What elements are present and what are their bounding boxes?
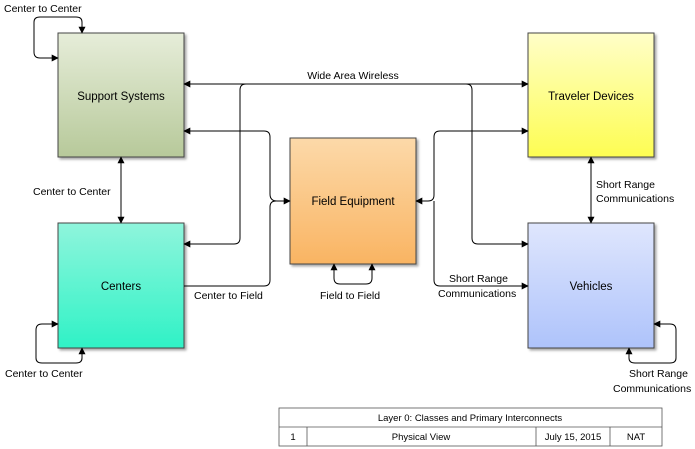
support-systems-label: Support Systems — [77, 91, 165, 103]
title-block-view: Physical View — [392, 432, 451, 443]
connectors — [33, 16, 677, 364]
field-equipment-label: Field Equipment — [311, 196, 395, 208]
vehicles-node: Vehicles — [527, 222, 655, 349]
short-range-right-label-1: Short Range — [596, 179, 655, 191]
wireless-to-centers-line — [183, 83, 247, 248]
support-field-line — [183, 127, 291, 205]
short-range-mid-label-1: Short Range — [449, 273, 508, 285]
field-self-loop — [330, 263, 376, 285]
title-block-author: NAT — [627, 432, 645, 443]
title-block-number: 1 — [290, 432, 295, 443]
center-to-field-label: Center to Field — [194, 290, 263, 302]
wide-area-wireless-label: Wide Area Wireless — [307, 70, 399, 82]
centers-label: Centers — [101, 281, 142, 293]
field-equipment-node: Field Equipment — [289, 137, 417, 265]
center-to-center-top-label: Center to Center — [4, 3, 82, 15]
title-block-date: July 15, 2015 — [545, 432, 602, 443]
title-block: Layer 0: Classes and Primary Interconnec… — [278, 407, 663, 447]
traveler-devices-label: Traveler Devices — [548, 91, 634, 103]
field-to-field-label: Field to Field — [320, 290, 380, 302]
short-range-bottom-label-2: Communications — [613, 383, 691, 395]
centers-field-line — [184, 200, 277, 287]
vehicles-label: Vehicles — [570, 281, 613, 293]
short-range-right-label-2: Communications — [596, 193, 674, 205]
title-block-title: Layer 0: Classes and Primary Interconnec… — [378, 413, 563, 424]
centers-node: Centers — [57, 222, 185, 349]
center-to-center-mid-label: Center to Center — [33, 186, 111, 198]
short-range-mid-label-2: Communications — [438, 288, 516, 300]
edge-labels: Center to Center Wide Area Wireless Cent… — [4, 3, 691, 395]
field-traveler-line — [415, 127, 529, 205]
field-vehicles-line — [433, 201, 529, 290]
support-systems-node: Support Systems — [57, 32, 185, 158]
wireless-to-vehicles-line — [465, 83, 529, 248]
center-to-center-bottom-label: Center to Center — [5, 368, 83, 380]
vehicles-self-loop — [625, 320, 677, 364]
short-range-bottom-label-1: Short Range — [629, 368, 688, 380]
centers-self-loop — [35, 320, 86, 364]
support-self-loop — [33, 16, 86, 62]
traveler-devices-node: Traveler Devices — [527, 32, 655, 158]
